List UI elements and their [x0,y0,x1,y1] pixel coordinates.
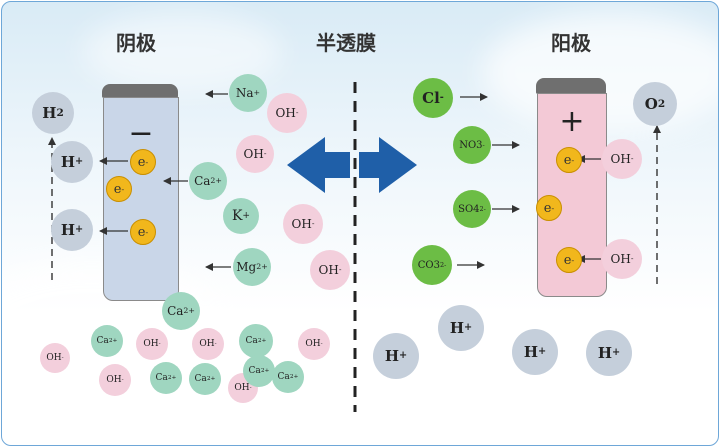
hydroxide-ion: OH- [602,139,642,179]
electron: e- [106,176,132,202]
hydroxide-ion: OH- [40,343,70,373]
hydroxide-ion: OH- [267,93,307,133]
anode-sign: + [559,104,585,139]
sodium-ion: Na+ [229,74,267,112]
electron: e- [556,147,582,173]
h-ion: H+ [512,329,558,375]
electron: e- [130,149,156,175]
electron: e- [556,247,582,273]
h-ion: H+ [438,305,484,351]
anode-cap [536,78,606,94]
electron: e- [130,219,156,245]
membrane-label: 半透膜 [316,31,376,55]
anode-label: 阳极 [551,31,591,55]
hydroxide-ion: OH- [283,204,323,244]
potassium-ion: K+ [223,198,259,234]
hydroxide-ion: OH- [602,239,642,279]
hydroxide-ion: OH- [298,328,330,360]
migration-arrow-left [287,137,350,193]
hydroxide-ion: OH- [99,364,131,396]
chloride-ion: Cl- [413,78,453,118]
nitrate-ion: NO3- [453,126,491,164]
hydroxide-ion: OH- [310,250,350,290]
cathode-cap [102,84,178,98]
hydroxide-ion: OH- [192,328,224,360]
migration-arrow-right [359,137,417,193]
h-ion: H+ [373,333,419,379]
cathode-label: 阴极 [116,31,156,55]
h-ion: H+ [51,209,93,251]
cathode-sign: − [128,116,154,151]
hydroxide-ion: OH- [136,328,168,360]
hydroxide-ion: OH- [228,373,258,403]
h-ion: H+ [586,330,632,376]
h-ion: H+ [51,141,93,183]
hydroxide-ion: OH- [236,135,274,173]
electron: e- [536,195,562,221]
